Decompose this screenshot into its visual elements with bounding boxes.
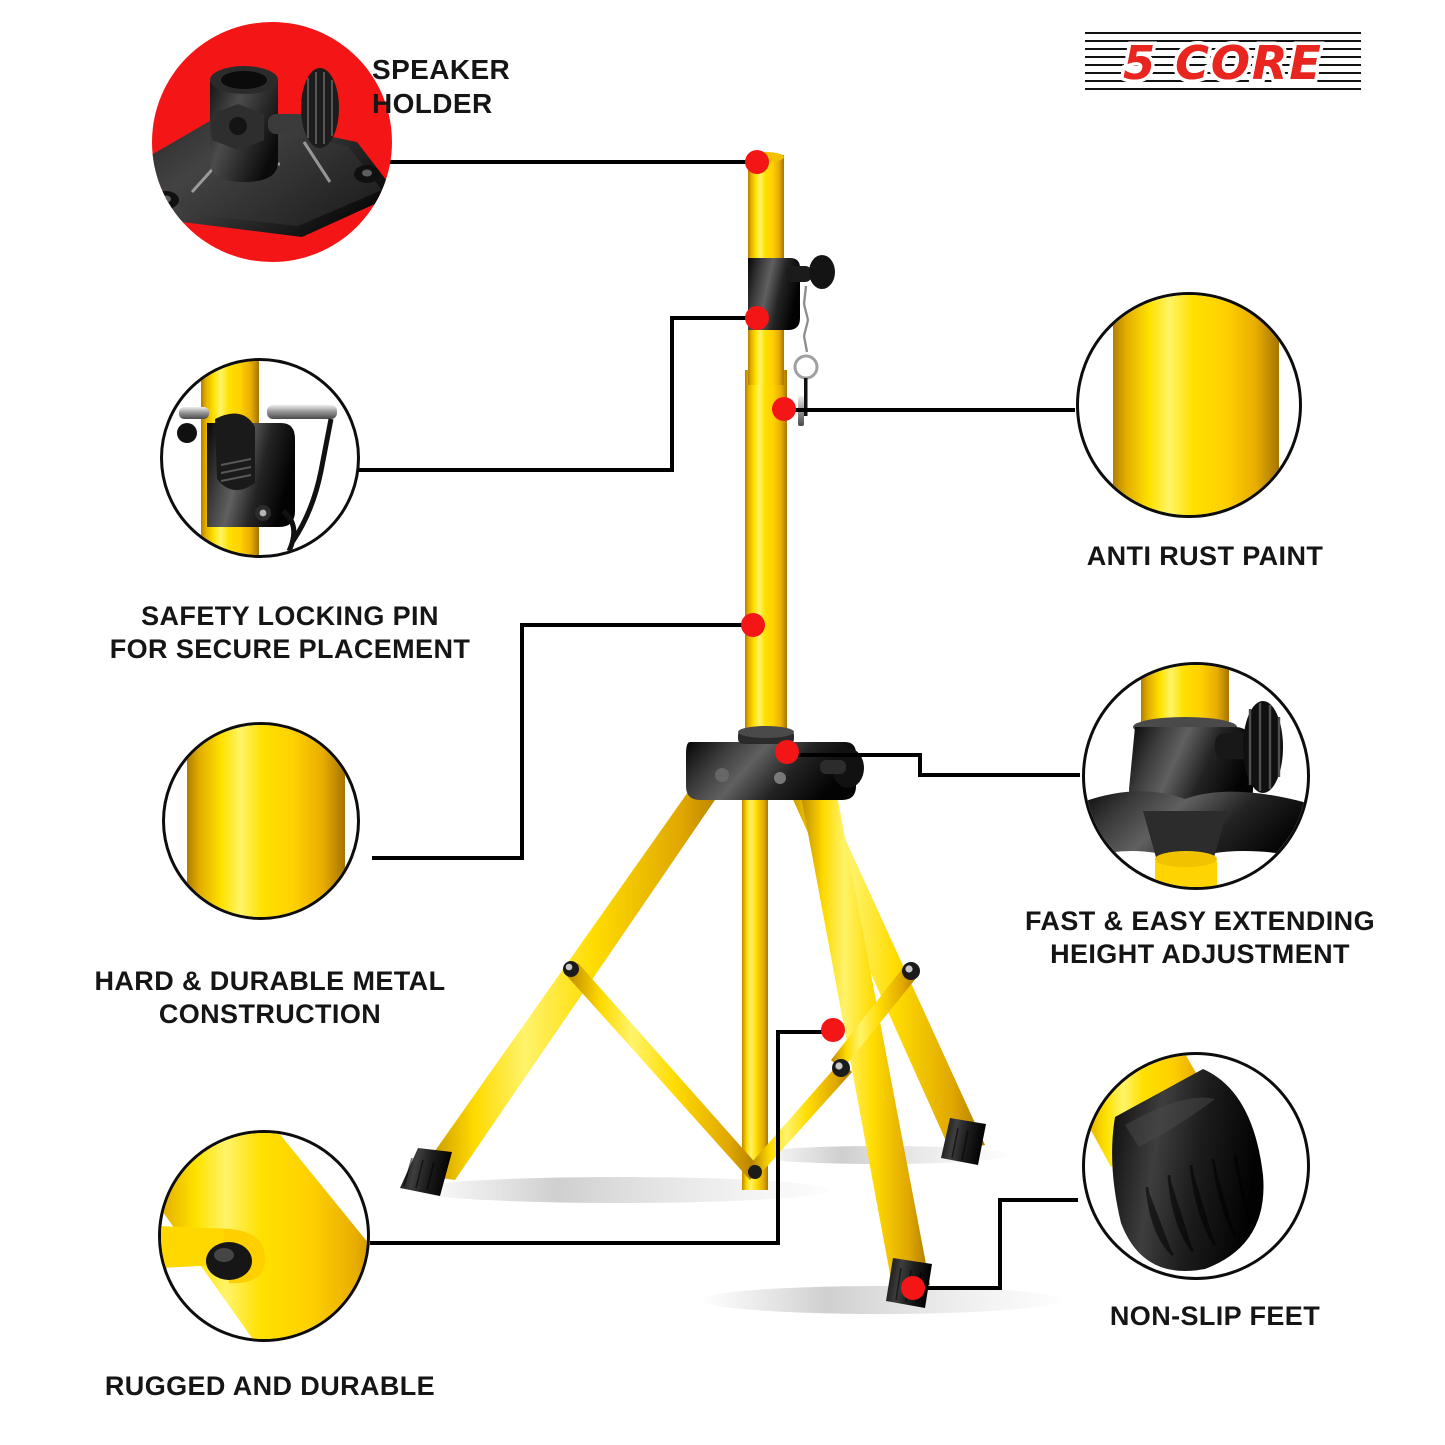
callout-speaker-holder-circle xyxy=(152,22,392,262)
logo-text-outline: 5 CORE xyxy=(1120,33,1325,94)
callout-label-feet: NON-SLIP FEET xyxy=(1109,1301,1321,1331)
marker-dot-feet xyxy=(901,1276,925,1300)
marker-dot-height xyxy=(775,740,799,764)
marker-dot-paint xyxy=(772,397,796,421)
speaker-holder-bracket-icon xyxy=(152,66,392,237)
callout-label-speaker-holder: SPEAKER HOLDER xyxy=(372,54,511,120)
callout-paint-circle xyxy=(1076,292,1302,518)
callout-feet-circle xyxy=(1082,1052,1310,1280)
callout-rugged-circle xyxy=(158,1130,370,1342)
locking-pin-clamp-icon xyxy=(177,361,337,555)
callout-label-locking-pin: SAFETY LOCKING PIN FOR SECURE PLACEMENT xyxy=(109,601,471,664)
brand-logo: 5 CORE 5 CORE xyxy=(1085,32,1361,94)
marker-dot-rugged xyxy=(821,1018,845,1042)
painted-tube-closeup-icon xyxy=(1113,295,1279,515)
callout-label-height: FAST & EASY EXTENDING HEIGHT ADJUSTMENT xyxy=(1025,906,1375,969)
marker-dot-metal xyxy=(741,613,765,637)
tripod-hub-knob-icon xyxy=(1085,665,1307,887)
callout-locking-pin-circle xyxy=(160,358,360,558)
logo-stripes xyxy=(1085,32,1361,94)
logo-text: 5 CORE xyxy=(1123,36,1323,90)
marker-dot-locking-pin xyxy=(745,306,769,330)
callout-label-rugged: RUGGED AND DURABLE xyxy=(104,1371,436,1401)
callout-height-circle xyxy=(1082,662,1310,890)
yellow-tube-closeup-icon xyxy=(187,725,345,917)
callout-metal-circle xyxy=(162,722,360,920)
callout-label-metal: HARD & DURABLE METAL CONSTRUCTION xyxy=(94,966,446,1029)
rubber-foot-closeup-icon xyxy=(1085,1055,1264,1272)
callout-label-paint: ANTI RUST PAINT xyxy=(1086,541,1324,571)
brace-rivet-closeup-icon xyxy=(161,1133,367,1339)
marker-dot-speaker-holder xyxy=(745,150,769,174)
